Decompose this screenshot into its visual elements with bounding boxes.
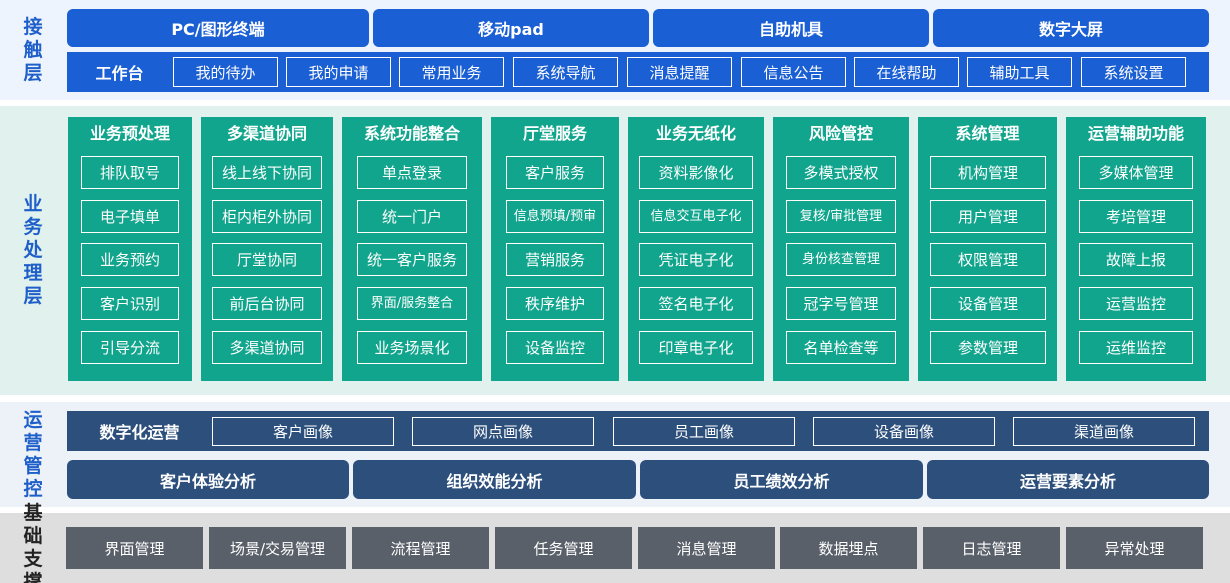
column-item[interactable]: 冠字号管理 xyxy=(786,287,896,320)
workspace-item[interactable]: 常用业务 xyxy=(399,57,504,87)
foundation-item[interactable]: 流程管理 xyxy=(352,527,489,569)
analysis-customer-experience[interactable]: 客户体验分析 xyxy=(67,460,349,499)
business-column: 业务无纸化 资料影像化 信息交互电子化 凭证电子化 签名电子化 印章电子化 xyxy=(628,117,764,381)
column-item[interactable]: 多媒体管理 xyxy=(1079,156,1193,189)
business-layer: 业务处理层 业务预处理 排队取号 电子填单 业务预约 客户识别 引导分流 多渠道… xyxy=(0,106,1230,395)
column-item[interactable]: 印章电子化 xyxy=(639,331,753,364)
digital-item[interactable]: 网点画像 xyxy=(412,417,594,446)
terminal-mobile-pad[interactable]: 移动pad xyxy=(373,9,649,47)
business-column: 多渠道协同 线上线下协同 柜内柜外协同 厅堂协同 前后台协同 多渠道协同 xyxy=(201,117,333,381)
workspace-item[interactable]: 系统设置 xyxy=(1081,57,1186,87)
business-column: 运营辅助功能 多媒体管理 考培管理 故障上报 运营监控 运维监控 xyxy=(1066,117,1206,381)
column-item[interactable]: 秩序维护 xyxy=(506,287,604,320)
column-item[interactable]: 机构管理 xyxy=(930,156,1046,189)
foundation-item[interactable]: 日志管理 xyxy=(923,527,1060,569)
digital-item[interactable]: 客户画像 xyxy=(212,417,394,446)
column-item[interactable]: 故障上报 xyxy=(1079,243,1193,276)
column-item[interactable]: 客户服务 xyxy=(506,156,604,189)
foundation-item[interactable]: 消息管理 xyxy=(638,527,775,569)
column-item[interactable]: 统一门户 xyxy=(357,200,467,233)
column-item[interactable]: 柜内柜外协同 xyxy=(212,200,322,233)
column-item[interactable]: 电子填单 xyxy=(81,200,179,233)
column-item[interactable]: 统一客户服务 xyxy=(357,243,467,276)
business-column: 系统管理 机构管理 用户管理 权限管理 设备管理 参数管理 xyxy=(918,117,1057,381)
business-column: 系统功能整合 单点登录 统一门户 统一客户服务 界面/服务整合 业务场景化 xyxy=(342,117,482,381)
contact-layer-label: 接触层 xyxy=(23,15,43,84)
column-title: 系统管理 xyxy=(955,124,1020,143)
workspace-item[interactable]: 我的待办 xyxy=(173,57,278,87)
column-item[interactable]: 引导分流 xyxy=(81,331,179,364)
terminal-pc[interactable]: PC/图形终端 xyxy=(67,9,369,47)
column-item[interactable]: 参数管理 xyxy=(930,331,1046,364)
column-title: 业务预处理 xyxy=(89,124,170,143)
operations-layer-label: 运营管控 xyxy=(23,408,43,500)
column-item[interactable]: 凭证电子化 xyxy=(639,243,753,276)
workspace-item[interactable]: 系统导航 xyxy=(513,57,618,87)
digital-item[interactable]: 员工画像 xyxy=(613,417,795,446)
business-column: 业务预处理 排队取号 电子填单 业务预约 客户识别 引导分流 xyxy=(68,117,192,381)
column-item[interactable]: 前后台协同 xyxy=(212,287,322,320)
column-item[interactable]: 运营监控 xyxy=(1079,287,1193,320)
workspace-bar: 工作台 我的待办 我的申请 常用业务 系统导航 消息提醒 信息公告 在线帮助 辅… xyxy=(67,52,1209,92)
column-item[interactable]: 设备管理 xyxy=(930,287,1046,320)
foundation-item[interactable]: 任务管理 xyxy=(495,527,632,569)
foundation-layer-label: 基础支撑 xyxy=(23,502,43,583)
foundation-item[interactable]: 异常处理 xyxy=(1066,527,1203,569)
analysis-employee-performance[interactable]: 员工绩效分析 xyxy=(640,460,923,499)
column-item[interactable]: 身份核查管理 xyxy=(786,243,896,276)
column-item[interactable]: 信息预填/预审 xyxy=(506,200,604,233)
terminal-digital-screen[interactable]: 数字大屏 xyxy=(933,9,1209,47)
column-item[interactable]: 排队取号 xyxy=(81,156,179,189)
column-item[interactable]: 考培管理 xyxy=(1079,200,1193,233)
terminal-row: PC/图形终端 移动pad 自助机具 数字大屏 xyxy=(67,9,1209,47)
workspace-item[interactable]: 我的申请 xyxy=(286,57,391,87)
workspace-item[interactable]: 在线帮助 xyxy=(854,57,959,87)
workspace-item[interactable]: 信息公告 xyxy=(741,57,846,87)
digital-operations-bar: 数字化运营 客户画像 网点画像 员工画像 设备画像 渠道画像 xyxy=(67,411,1209,451)
business-column: 风险管控 多模式授权 复核/审批管理 身份核查管理 冠字号管理 名单检查等 xyxy=(773,117,909,381)
column-item[interactable]: 厅堂协同 xyxy=(212,243,322,276)
column-item[interactable]: 界面/服务整合 xyxy=(357,287,467,320)
column-item[interactable]: 多模式授权 xyxy=(786,156,896,189)
foundation-item[interactable]: 数据埋点 xyxy=(780,527,917,569)
column-title: 多渠道协同 xyxy=(226,124,307,143)
foundation-item[interactable]: 场景/交易管理 xyxy=(209,527,346,569)
column-item[interactable]: 用户管理 xyxy=(930,200,1046,233)
digital-item[interactable]: 设备画像 xyxy=(813,417,995,446)
contact-layer: 接触层 PC/图形终端 移动pad 自助机具 数字大屏 工作台 我的待办 我的申… xyxy=(0,0,1230,100)
column-item[interactable]: 业务预约 xyxy=(81,243,179,276)
column-item[interactable]: 信息交互电子化 xyxy=(639,200,753,233)
workspace-item[interactable]: 辅助工具 xyxy=(967,57,1072,87)
column-item[interactable]: 名单检查等 xyxy=(786,331,896,364)
column-item[interactable]: 业务场景化 xyxy=(357,331,467,364)
business-layer-label: 业务处理层 xyxy=(23,193,43,307)
digital-operations-title: 数字化运营 xyxy=(99,423,180,442)
column-item[interactable]: 运维监控 xyxy=(1079,331,1193,364)
column-title: 系统功能整合 xyxy=(363,124,460,143)
column-title: 业务无纸化 xyxy=(655,124,736,143)
column-item[interactable]: 线上线下协同 xyxy=(212,156,322,189)
column-item[interactable]: 资料影像化 xyxy=(639,156,753,189)
business-column: 厅堂服务 客户服务 信息预填/预审 营销服务 秩序维护 设备监控 xyxy=(491,117,619,381)
operations-layer: 运营管控 数字化运营 客户画像 网点画像 员工画像 设备画像 渠道画像 客户体验… xyxy=(0,402,1230,507)
column-title: 风险管控 xyxy=(808,124,873,143)
column-item[interactable]: 营销服务 xyxy=(506,243,604,276)
column-item[interactable]: 权限管理 xyxy=(930,243,1046,276)
analysis-operation-factors[interactable]: 运营要素分析 xyxy=(927,460,1209,499)
foundation-item[interactable]: 界面管理 xyxy=(66,527,203,569)
workspace-title: 工作台 xyxy=(95,64,144,83)
analysis-organization-efficiency[interactable]: 组织效能分析 xyxy=(353,460,636,499)
column-title: 厅堂服务 xyxy=(522,124,587,143)
column-title: 运营辅助功能 xyxy=(1087,124,1184,143)
column-item[interactable]: 签名电子化 xyxy=(639,287,753,320)
foundation-layer: 基础支撑 界面管理 场景/交易管理 流程管理 任务管理 消息管理 数据埋点 日志… xyxy=(0,502,1230,583)
column-item[interactable]: 复核/审批管理 xyxy=(786,200,896,233)
workspace-item[interactable]: 消息提醒 xyxy=(627,57,732,87)
column-item[interactable]: 单点登录 xyxy=(357,156,467,189)
terminal-self-service[interactable]: 自助机具 xyxy=(653,9,929,47)
column-item[interactable]: 客户识别 xyxy=(81,287,179,320)
column-item[interactable]: 设备监控 xyxy=(506,331,604,364)
digital-item[interactable]: 渠道画像 xyxy=(1013,417,1195,446)
column-item[interactable]: 多渠道协同 xyxy=(212,331,322,364)
